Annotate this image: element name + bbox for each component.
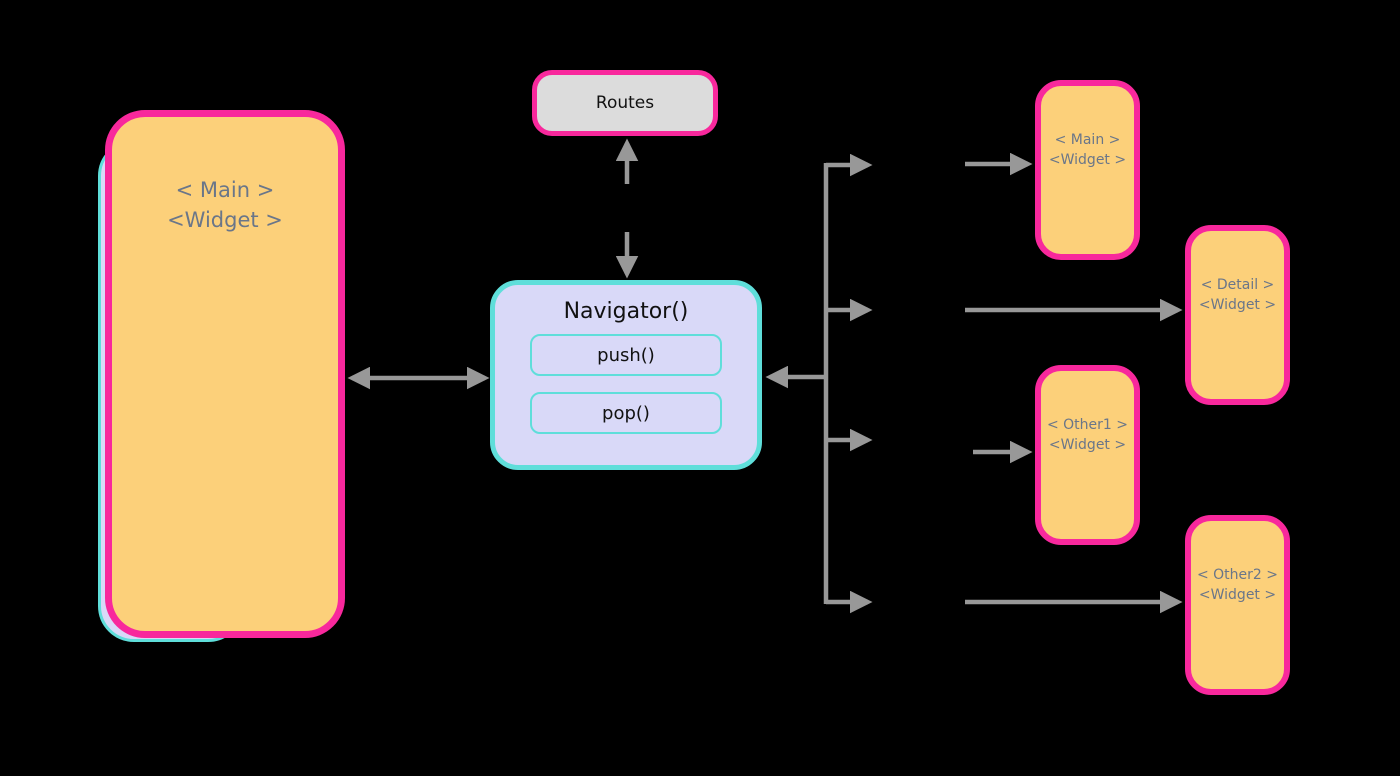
push-method: push() <box>530 334 722 376</box>
main-screen-card: < Main > <Widget > <box>105 110 345 638</box>
routes-node: Routes <box>532 70 718 136</box>
pop-method: pop() <box>530 392 722 434</box>
pop-method-label: pop() <box>602 402 650 424</box>
main-screen-line1: < Main > <box>175 178 275 202</box>
routes-label: Routes <box>595 93 655 113</box>
route-other1-line1: < Other1 > <box>1046 417 1129 433</box>
route-detail-line1: < Detail > <box>1200 277 1275 293</box>
route-main-line1: < Main > <box>1054 132 1121 148</box>
route-detail-card: < Detail > <Widget > <box>1185 225 1290 405</box>
route-other1-line2: <Widget > <box>1048 437 1127 453</box>
route-other2-card: < Other2 > <Widget > <box>1185 515 1290 695</box>
push-method-label: push() <box>597 344 655 366</box>
route-other2-line1: < Other2 > <box>1196 567 1279 583</box>
navigator-node: Navigator() push() pop() <box>490 280 762 470</box>
route-detail-line2: <Widget > <box>1198 297 1277 313</box>
route-main-line2: <Widget > <box>1048 152 1127 168</box>
route-other2-line2: <Widget > <box>1198 587 1277 603</box>
route-other1-card: < Other1 > <Widget > <box>1035 365 1140 545</box>
navigator-title: Navigator() <box>563 299 689 324</box>
route-main-card: < Main > <Widget > <box>1035 80 1140 260</box>
main-screen-line2: <Widget > <box>167 208 283 232</box>
